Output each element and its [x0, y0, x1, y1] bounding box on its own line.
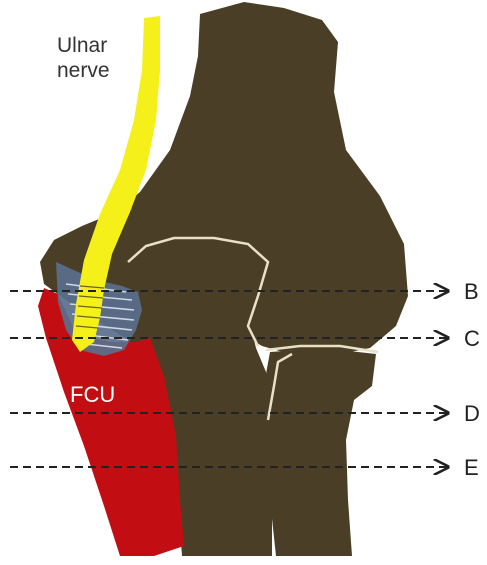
level-b-label: B: [464, 279, 479, 304]
radius-bone: [262, 350, 376, 556]
level-e-label: E: [464, 455, 479, 480]
ulnar-nerve-label-line2: nerve: [57, 59, 110, 82]
fcu-label: FCU: [70, 382, 115, 407]
level-d-label: D: [464, 401, 480, 426]
ulnar-nerve-label-line1: Ulnar: [57, 34, 107, 57]
level-c-label: C: [464, 326, 480, 351]
